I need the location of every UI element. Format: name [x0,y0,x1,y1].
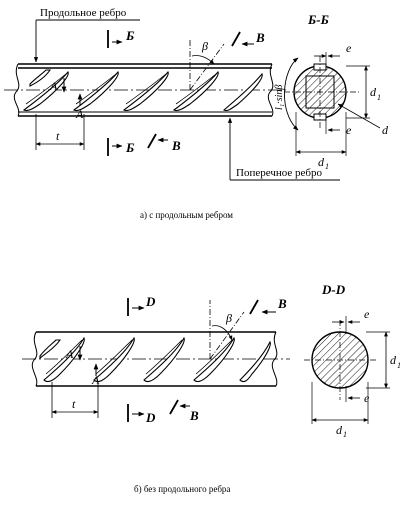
top-a-label-2: A [75,107,84,121]
top-rib-helix [25,73,217,105]
top-beta-angle [189,38,225,91]
top-view-label-v-lower: В [171,138,181,153]
bottom-d1-horizontal-sub: 1 [343,430,347,439]
bottom-view-mark-b-lower [169,399,179,415]
top-d1-vertical-text: d [370,85,377,99]
top-caption: а) с продольным ребром [140,210,233,220]
bottom-figure: D D B B β A A [22,282,401,494]
top-trans-rib-label: Поперечное ребро [236,167,322,179]
bottom-view-mark-b-upper [249,299,259,315]
bottom-a-label-2: A [91,373,100,387]
top-long-rib-leader [33,19,140,63]
bottom-view-label-b-upper: B [277,296,287,311]
top-section-view [284,52,381,156]
top-d1-horizontal-sub: 1 [325,162,329,171]
top-section-title: Б-Б [307,12,329,27]
top-view-mark-v-upper [231,31,241,47]
top-transverse-ribs [22,69,263,112]
bottom-e-label-1: e [364,307,370,321]
bottom-beta-angle [209,300,245,360]
top-e-label-1: e [346,41,352,55]
bottom-a-label-1: A [65,347,74,361]
bottom-transverse-ribs [39,336,271,383]
bottom-view-label-b-lower: B [189,408,199,423]
bottom-d1-vertical-sub: 1 [397,361,401,370]
top-section-label-b-lower: Б [125,140,134,155]
top-d-label: d [382,123,389,137]
bottom-d1-horizontal-label: d 1 [336,423,347,439]
bottom-rib-helix [45,339,233,375]
top-t-label: t [56,129,60,143]
bottom-e-label-2: e [364,391,370,405]
bottom-d1-vertical-label: d 1 [390,353,401,370]
bottom-t-dimension [51,382,99,418]
bottom-d1-horizontal-text: d [336,423,343,437]
top-d1-horizontal-label: d 1 [318,155,329,171]
top-view-mark-v-lower [147,133,157,149]
top-l1-label: l₁·sinβ [274,85,285,110]
bottom-section-title: D-D [321,282,346,297]
bottom-section-label-d-lower: D [145,410,156,425]
top-d1-vertical-label: d 1 [370,85,381,102]
bottom-t-label: t [72,397,76,411]
bottom-section-label-d-upper: D [145,294,156,309]
top-d1-vertical-sub: 1 [377,93,381,102]
top-a-label-1: A [49,79,58,93]
top-trans-rib-leader [227,117,340,181]
top-t-dimension [35,114,85,150]
top-view-label-v-upper: В [255,30,265,45]
bottom-section-view [304,316,390,424]
top-e-label-2: e [346,123,352,137]
top-figure: Продольное ребро Поперечное ребро Б Б В … [4,7,389,220]
top-d1-horizontal-text: d [318,155,325,169]
top-long-rib-label: Продольное ребро [40,7,127,19]
top-beta-label: β [201,39,208,53]
bottom-beta-label: β [225,311,232,325]
top-section-label-b-upper: Б [125,28,134,43]
bottom-caption: б) без продольного ребра [134,484,230,494]
bottom-d1-vertical-text: d [390,353,397,367]
